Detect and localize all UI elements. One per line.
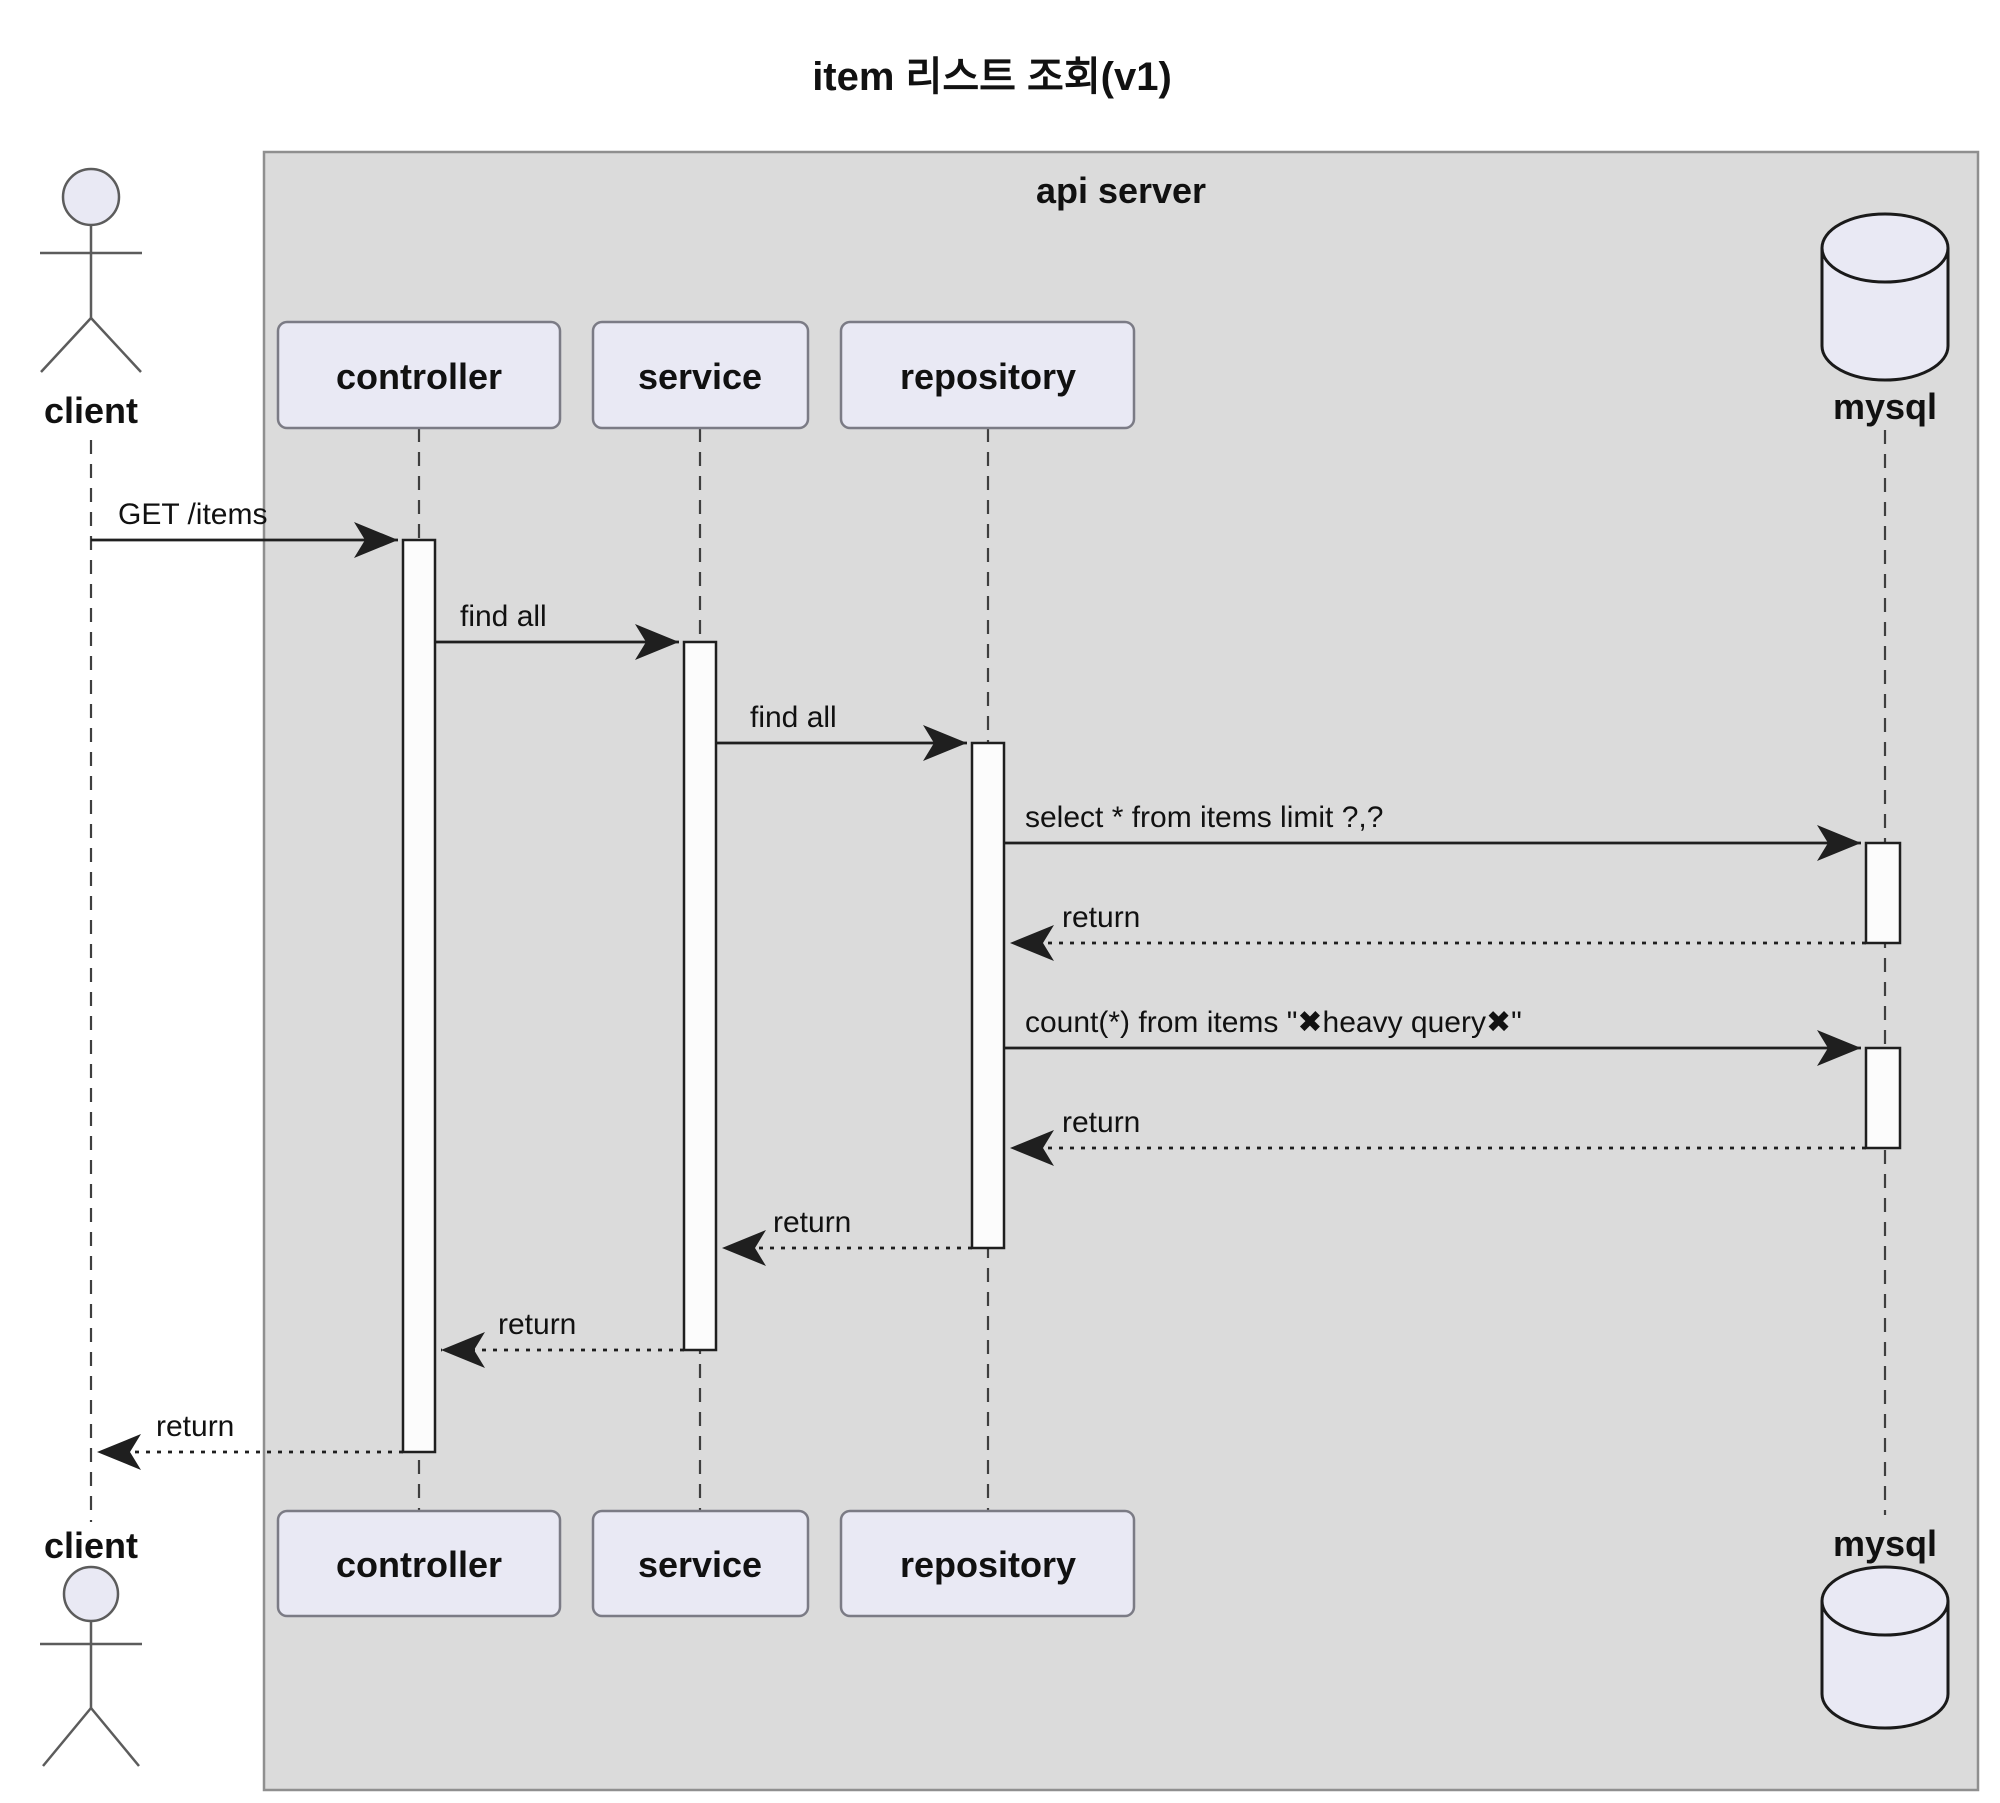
- message-select-label: select * from items limit ?,?: [1025, 801, 1383, 834]
- message-find-all-1-label: find all: [460, 600, 547, 633]
- message-return-1-label: return: [1062, 901, 1140, 934]
- participant-box-repository-bottom: [839, 1509, 1136, 1618]
- message-count-label: count(*) from items "✖heavy query✖": [1025, 1006, 1522, 1039]
- message-return-2-label: return: [1062, 1106, 1140, 1139]
- diagram-title: item 리스트 조회(v1): [812, 55, 1172, 99]
- actor-right-leg: [90, 1707, 140, 1767]
- participants-bottom: controller service repository: [276, 1509, 1136, 1618]
- participant-label-controller-top: controller: [336, 356, 502, 397]
- api-server-frame-label: api server: [1036, 170, 1206, 211]
- database-cylinder-top: [1820, 212, 1950, 284]
- actor-head: [62, 1565, 120, 1623]
- participant-box-controller-bottom: [276, 1509, 562, 1618]
- actor-left-leg: [42, 1707, 92, 1767]
- actor-client-top: client: [40, 167, 142, 431]
- participant-box-repository-top: [839, 320, 1136, 430]
- participant-label-repository-top: repository: [900, 356, 1076, 397]
- actor-client-bottom: client: [40, 1525, 142, 1767]
- message-get-items-label: GET /items: [118, 498, 267, 531]
- activation-repository: [970, 741, 1006, 1250]
- actor-left-leg: [40, 317, 92, 373]
- participant-box-service-top: [591, 320, 810, 430]
- participant-label-service-top: service: [638, 356, 762, 397]
- database-cylinder-body: [1820, 248, 1950, 382]
- message-return-3-label: return: [773, 1206, 851, 1239]
- message-return-4-label: return: [498, 1308, 576, 1341]
- database-cylinder-body: [1820, 1601, 1950, 1730]
- messages: GET /items find all find all select * fr…: [91, 498, 1866, 1470]
- database-mysql-top: mysql: [1820, 212, 1950, 427]
- actor-client-top-label: client: [44, 390, 138, 431]
- actor-right-leg: [90, 317, 142, 373]
- activation-mysql-2: [1864, 1046, 1902, 1150]
- participant-box-service-bottom: [591, 1509, 810, 1618]
- database-mysql-bottom-label: mysql: [1833, 1523, 1937, 1564]
- participant-box-controller-top: [276, 320, 562, 430]
- actor-client-bottom-label: client: [44, 1525, 138, 1566]
- participants-top: controller service repository: [276, 320, 1136, 430]
- participant-label-service-bottom: service: [638, 1544, 762, 1585]
- activation-service: [682, 640, 718, 1352]
- participant-label-repository-bottom: repository: [900, 1544, 1076, 1585]
- activation-controller: [401, 538, 437, 1454]
- activation-mysql-1: [1864, 841, 1902, 945]
- database-mysql-top-label: mysql: [1833, 386, 1937, 427]
- actor-head: [61, 167, 121, 227]
- database-mysql-bottom: mysql: [1820, 1523, 1950, 1730]
- participant-label-controller-bottom: controller: [336, 1544, 502, 1585]
- database-cylinder-top: [1820, 1565, 1950, 1637]
- message-return-5-label: return: [156, 1410, 234, 1443]
- message-find-all-2-label: find all: [750, 701, 837, 734]
